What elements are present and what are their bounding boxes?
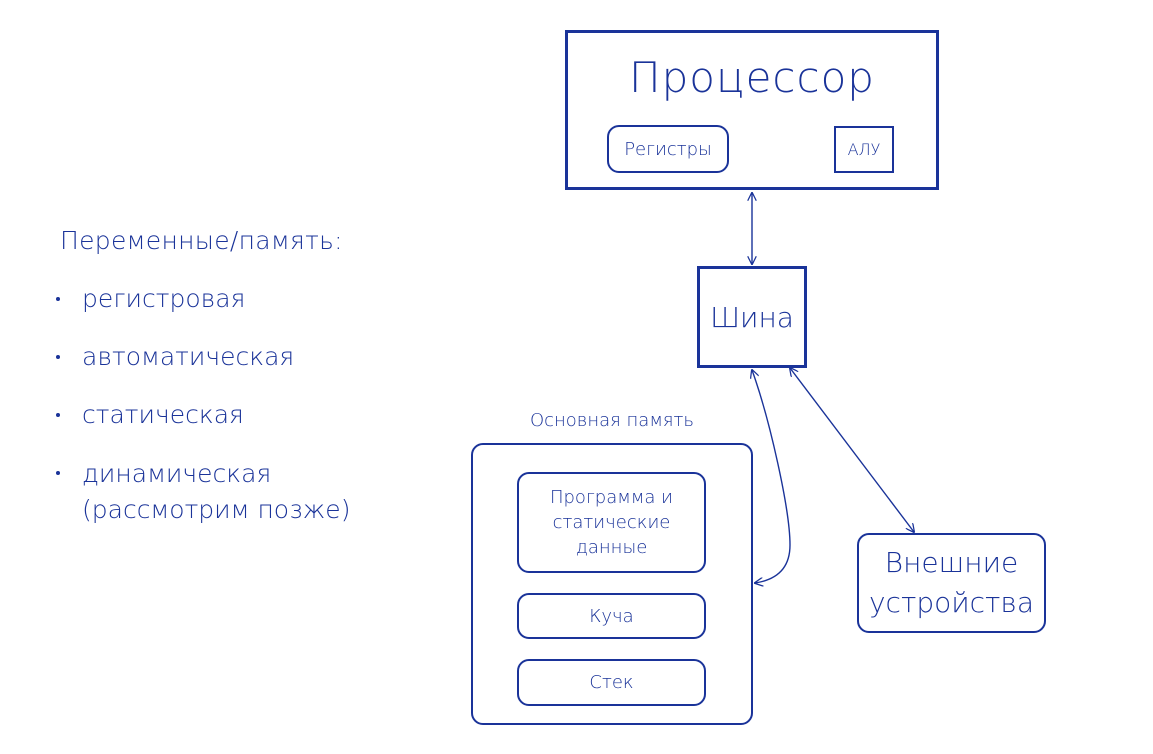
external-line: Внешние <box>884 546 1019 579</box>
processor-title: Процессор <box>629 53 875 102</box>
external-devices-box: Внешние устройства <box>857 533 1046 633</box>
bullet-dot-icon <box>56 471 60 475</box>
bus-box: Шина <box>697 266 807 368</box>
memory-kind-list: регистровая автоматическая статическая д… <box>56 282 350 536</box>
alu-box: АЛУ <box>834 126 894 173</box>
registers-box: Регистры <box>607 125 729 173</box>
bullet-dot-icon <box>56 355 60 359</box>
list-item-dynamic: динамическая (рассмотрим позже) <box>56 456 350 536</box>
program-line: Программа и <box>549 487 674 508</box>
program-static-data-box: Программа и статические данные <box>517 472 706 573</box>
bullet-label: автоматическая <box>82 342 295 371</box>
external-line: устройства <box>868 586 1034 619</box>
bullet-dot-icon <box>56 297 60 301</box>
heap-box: Куча <box>517 593 706 639</box>
bullet-label: статическая <box>82 400 244 429</box>
list-item-register: регистровая <box>56 282 350 340</box>
bus-memory-arrow <box>752 370 791 583</box>
bullet-note: (рассмотрим позже) <box>82 495 351 524</box>
program-line: данные <box>575 537 648 558</box>
program-line: статические <box>552 512 671 533</box>
processor-box: Процессор <box>565 30 939 190</box>
bullet-label: регистровая <box>82 284 246 313</box>
bus-external-arrow <box>790 368 914 532</box>
stack-box: Стек <box>517 659 706 706</box>
list-item-static: статическая <box>56 398 350 456</box>
list-item-automatic: автоматическая <box>56 340 350 398</box>
bullet-label: динамическая <box>82 459 272 488</box>
bullet-dot-icon <box>56 413 60 417</box>
main-memory-box <box>471 443 753 725</box>
memory-caption: Основная память <box>529 410 695 431</box>
variables-memory-heading: Переменные/память: <box>60 226 343 255</box>
